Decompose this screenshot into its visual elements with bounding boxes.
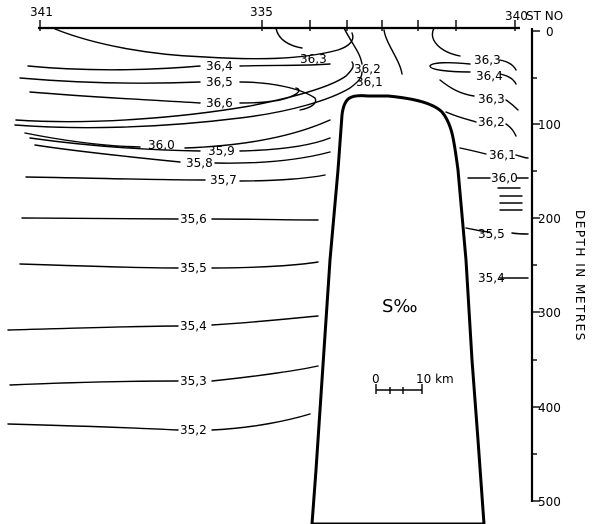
station-label-340: 340: [505, 9, 528, 23]
isohaline-lines: [7, 27, 529, 431]
depth-axis-title: DEPTH IN METRES: [573, 210, 587, 342]
isohaline-label: 36,6: [206, 96, 233, 110]
isohaline-36-3-right-upper: [431, 27, 517, 71]
isohaline-36-3-top-left: [54, 28, 354, 60]
depth-tick-label-500: 500: [538, 495, 561, 509]
isohaline-labels: 36,4 36,5 36,6 36,3 36,2 36,1 36,0 35,9 …: [148, 52, 518, 437]
station-ticks: [39, 20, 516, 31]
isohaline-35-4: [7, 315, 319, 331]
isohaline-35-3: [9, 365, 319, 386]
isohaline-label: 35,4: [180, 319, 207, 333]
isohaline-label: 35,8: [186, 156, 213, 170]
seamount-outline: [310, 94, 486, 524]
depth-tick-label-200: 200: [538, 212, 561, 226]
depth-tick-label-400: 400: [538, 401, 561, 415]
isohaline-35-5: [19, 261, 319, 269]
isohaline-label: 36,0: [148, 138, 175, 152]
isohaline-label: 36,3: [300, 52, 327, 66]
scale-bar: [375, 384, 423, 394]
isohaline-36-6: [29, 87, 300, 104]
isohaline-label: 36,1: [356, 75, 383, 89]
isohaline-35-9: [29, 137, 331, 152]
isohaline-36-0: [24, 119, 331, 149]
depth-tick-label-300: 300: [538, 306, 561, 320]
isohaline-label: 35,4: [478, 271, 505, 285]
isohaline-label: 35,6: [180, 212, 207, 226]
isohaline-36-1-right: [459, 147, 529, 159]
isohaline-35-7: [25, 174, 326, 182]
isohaline-35-2: [7, 413, 311, 431]
isohaline-label: 35,3: [180, 374, 207, 388]
isohaline-label: 36,3: [478, 92, 505, 106]
isohaline-36-2-right: [445, 111, 517, 137]
scale-bar-end-label: 10 km: [416, 372, 454, 386]
scale-bar-start-label: 0: [372, 372, 380, 386]
depth-tick-label-100: 100: [538, 118, 561, 132]
isohaline-36-4-right-loop: [429, 61, 517, 85]
station-label-335: 335: [250, 5, 273, 19]
isohaline-label: 36,3: [474, 53, 501, 67]
isohaline-label: 36,5: [206, 75, 233, 89]
depth-tick-label-0: 0: [546, 25, 554, 39]
isohaline-label: 36,4: [476, 69, 503, 83]
isohaline-36-4: [27, 63, 331, 71]
isohaline-35-8: [34, 144, 331, 164]
isohaline-label: 35,2: [180, 423, 207, 437]
isohaline-label: 36,2: [354, 62, 381, 76]
station-axis-suffix: ST NO: [526, 9, 563, 23]
isohaline-36-2-summit: [275, 27, 403, 75]
isohaline-label: 36,0: [491, 171, 518, 185]
isohaline-label: 35,5: [478, 227, 505, 241]
isohaline-36-5: [19, 77, 317, 111]
isohaline-label: 35,5: [180, 261, 207, 275]
isohaline-35-6: [21, 217, 319, 221]
depth-ticks: [532, 30, 540, 502]
isohaline-label: 35,7: [210, 173, 237, 187]
isohaline-label: 36,1: [489, 148, 516, 162]
isohaline-label: 36,4: [206, 59, 233, 73]
isohaline-36-2: [15, 61, 354, 123]
isohaline-label: 35,9: [208, 144, 235, 158]
isohaline-35-5-right: [465, 227, 529, 235]
isohaline-36-1: [14, 71, 363, 129]
parameter-label: S‰: [382, 296, 418, 317]
isohaline-label: 36,2: [478, 115, 505, 129]
isohaline-36-3-right: [439, 79, 519, 111]
station-label-341: 341: [30, 5, 53, 19]
